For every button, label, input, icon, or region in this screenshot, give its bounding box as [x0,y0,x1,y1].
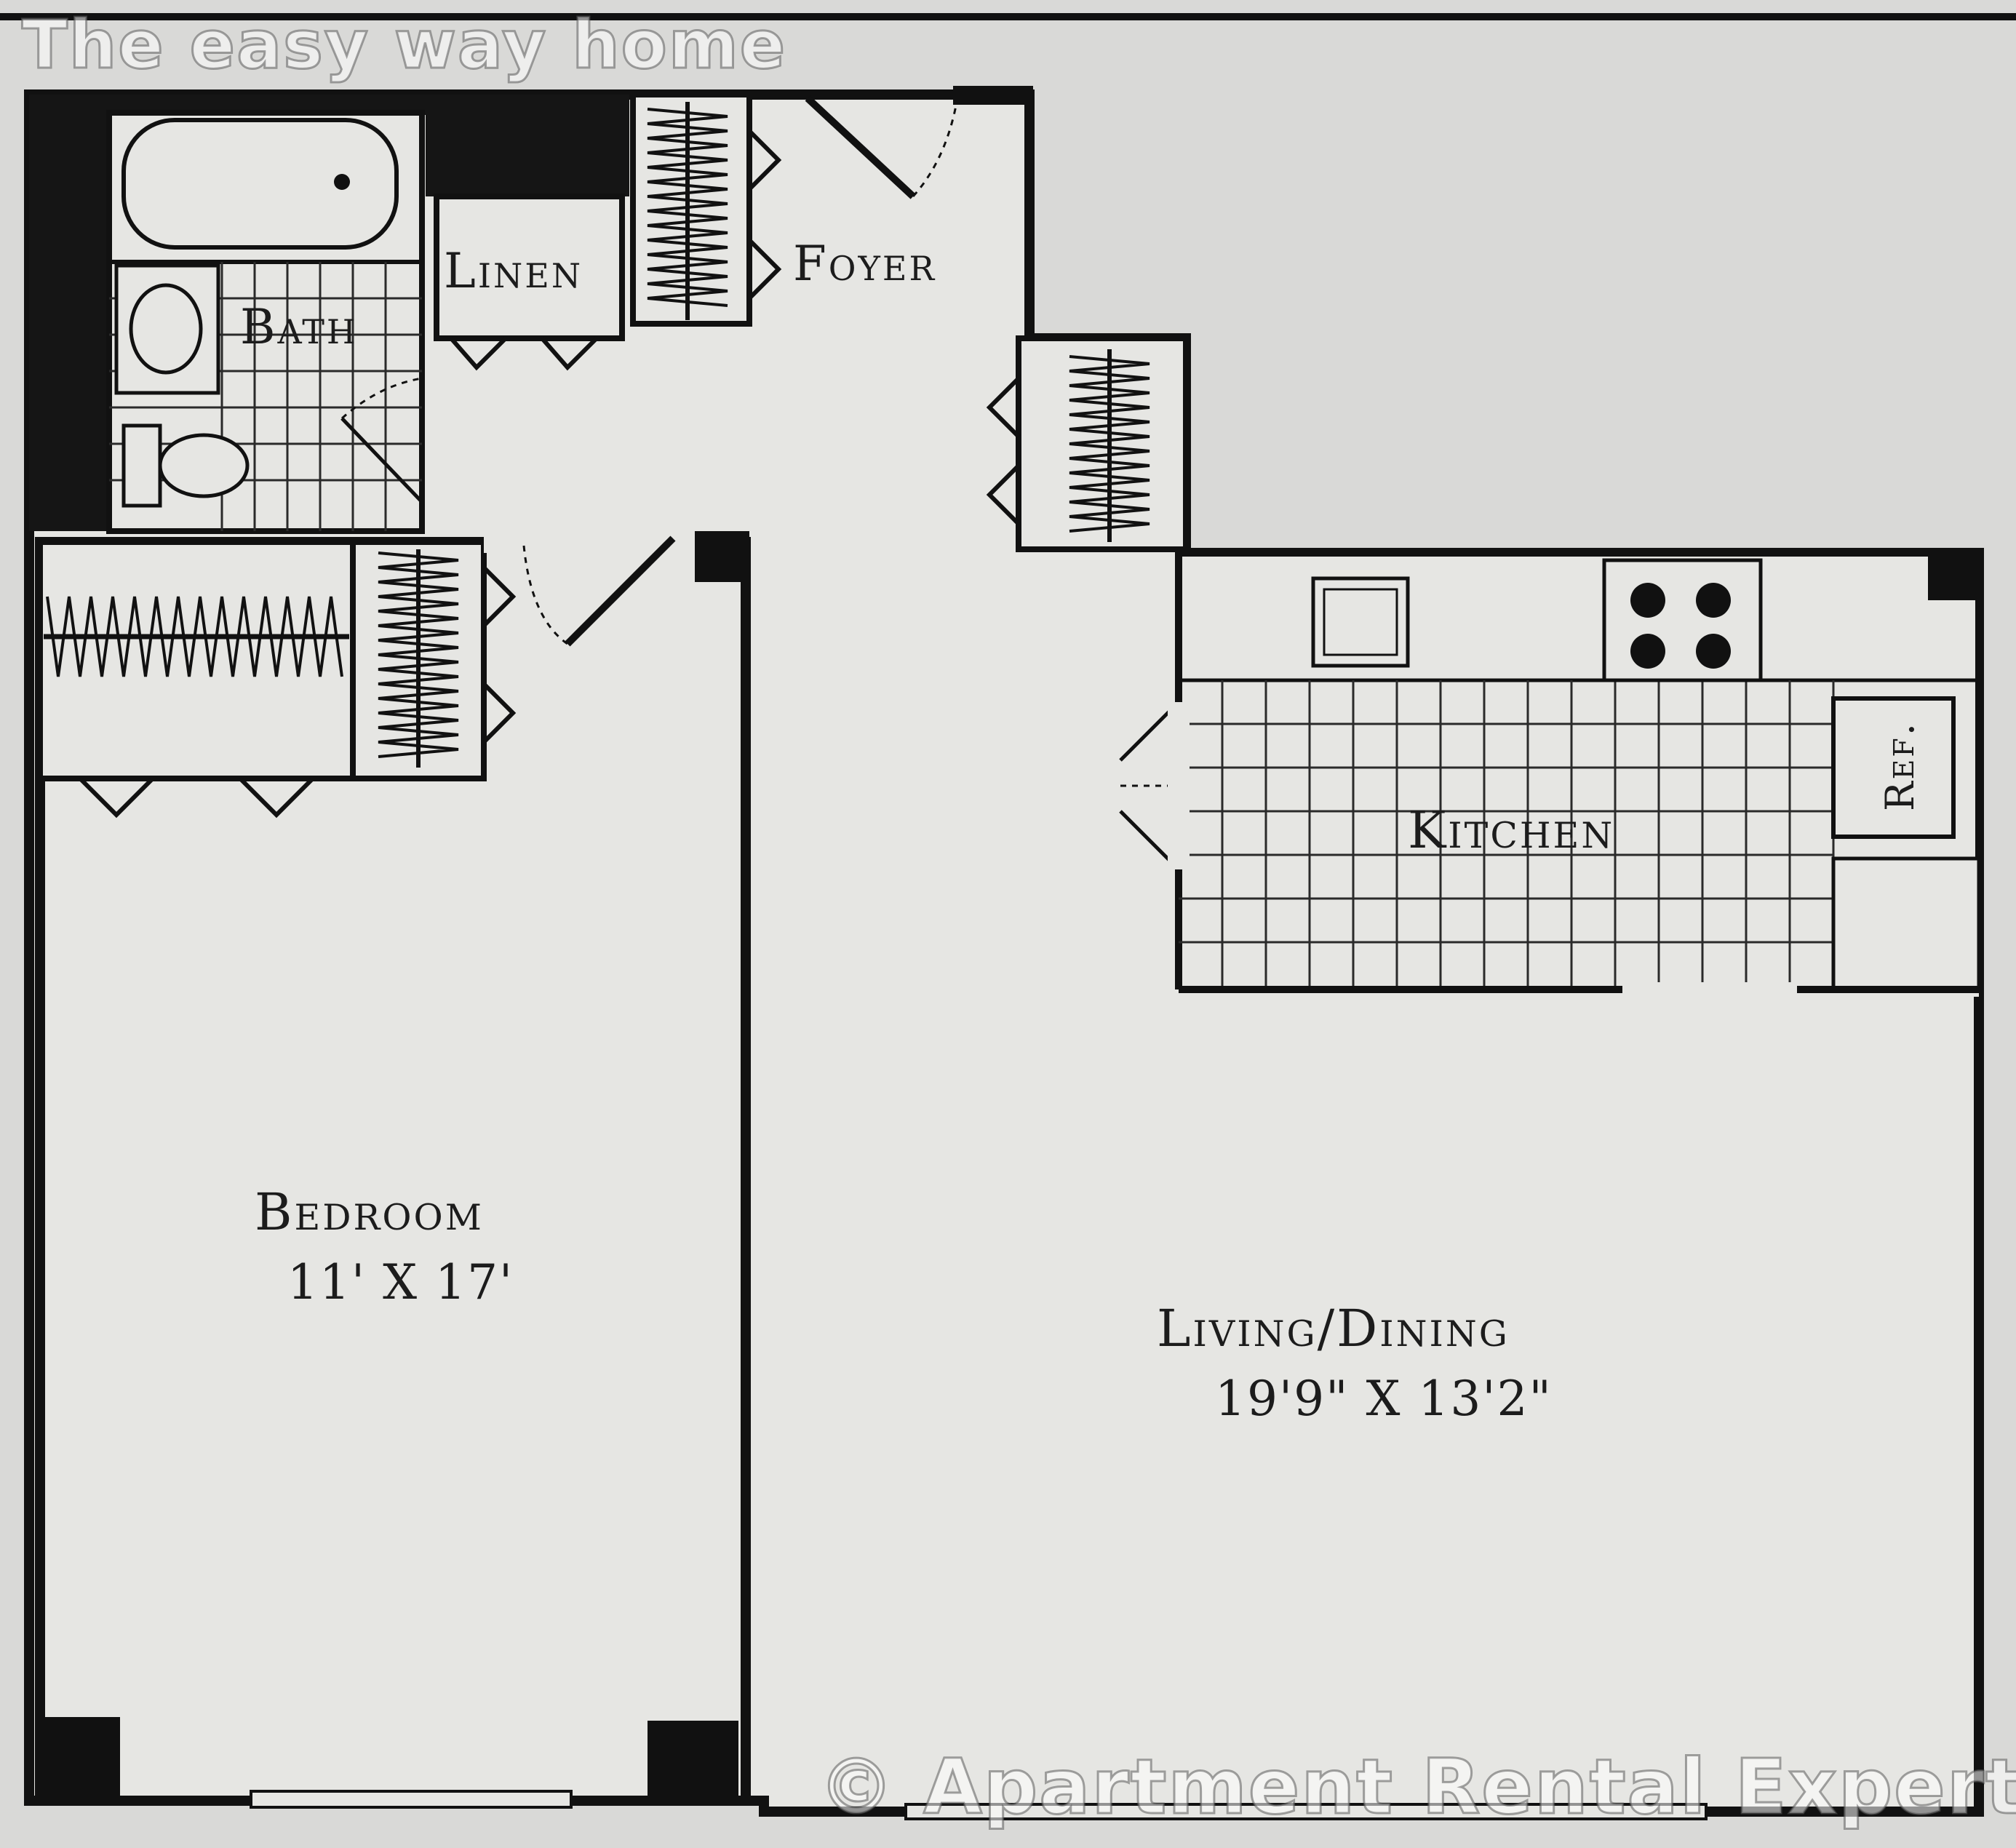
bedroom-window [250,1790,573,1809]
bathtub [121,118,399,250]
toilet-tank [121,423,162,508]
living-size: 19'9" X 13'2" [1215,1371,1553,1427]
bedroom-hanger-rod-icon [44,596,349,677]
refrigerator [1831,696,1956,839]
sink-icon [129,283,203,375]
burner-icon [1696,583,1731,618]
linen-door-left [449,336,508,371]
hanger-rod-icon [647,102,728,320]
linen-door-right [540,336,599,371]
hall-hanger-icon [1069,349,1150,542]
burner-icon [1630,583,1665,618]
bath-door [340,417,423,503]
ref-label: Ref. [1877,721,1923,811]
entry-door [805,95,916,199]
burner-icon [1630,634,1665,669]
watermark-bottom: © Apartment Rental Experts [818,1742,2016,1833]
small-closet-hanger-icon [378,549,459,768]
bedroom-label: Bedroom [255,1182,484,1242]
burner-icon [1696,634,1731,669]
watermark-top: The easy way home [20,5,787,85]
living-window [904,1803,1708,1820]
foyer-label: Foyer [793,236,936,292]
bedroom-size: 11' X 17' [287,1254,514,1310]
linen-closet [434,194,625,341]
bath-outer-wall [29,95,109,531]
bedroom-door [565,535,676,647]
hall-closet [1016,335,1189,552]
bedroom-closet [37,539,356,781]
kitchen-tile-grid [1179,680,1835,986]
linen-top-wall [426,95,629,196]
living-label: Living/Dining [1157,1299,1510,1358]
stove [1602,558,1763,682]
bath-label: Bath [240,299,358,355]
linen-label: Linen [444,243,583,299]
toilet-bowl-icon [158,433,250,498]
entry-wall-stub [953,86,1033,105]
top-border-line [0,13,2016,20]
kitchen-label: Kitchen [1408,800,1614,860]
tub-drain [334,174,350,190]
